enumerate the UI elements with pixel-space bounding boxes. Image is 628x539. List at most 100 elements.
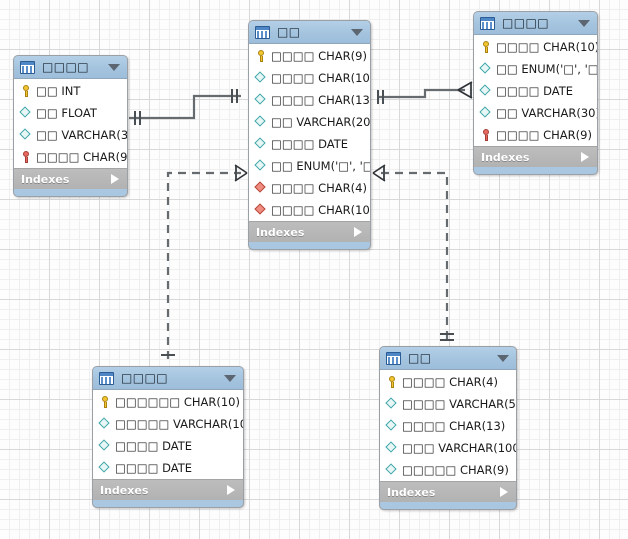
column-row[interactable]: □□ INT	[14, 80, 127, 102]
column-row[interactable]: □□□□□□ CHAR(10)	[93, 391, 243, 413]
table-figure-table-4[interactable]: □□□□□□□□□□ CHAR(10)□□□□□ VARCHAR(100)□□□…	[92, 366, 244, 508]
diamond-teal-icon	[19, 128, 33, 142]
relationship-table2-table3[interactable]	[377, 81, 473, 104]
column-row[interactable]: □□□□ CHAR(13)	[249, 89, 370, 111]
relationship-line[interactable]	[129, 94, 241, 120]
diamond-teal-icon	[385, 441, 399, 455]
chevron-right-icon[interactable]	[581, 152, 589, 162]
diamond-teal-icon	[98, 417, 112, 431]
column-row[interactable]: □□ VARCHAR(200)	[249, 111, 370, 133]
indexes-section[interactable]: Indexes	[380, 481, 516, 502]
column-row[interactable]: □□□□ CHAR(10)	[474, 36, 597, 58]
chevron-down-icon[interactable]	[578, 20, 590, 27]
column-label: □□□ VARCHAR(100)	[402, 441, 517, 455]
column-label: □□□□ CHAR(9)	[271, 49, 367, 63]
indexes-label: Indexes	[21, 172, 70, 186]
column-label: □□□□ DATE	[115, 461, 193, 475]
diamond-teal-icon	[385, 463, 399, 477]
diamond-teal-icon	[254, 115, 268, 129]
column-row[interactable]: □□□□ CHAR(4)	[249, 177, 370, 199]
column-row[interactable]: □□□□ DATE	[93, 435, 243, 457]
relationship-line[interactable]	[166, 171, 241, 359]
indexes-label: Indexes	[256, 225, 305, 239]
indexes-section[interactable]: Indexes	[249, 221, 370, 242]
table-header[interactable]: □□□□	[474, 12, 597, 35]
column-label: □□□□□□ CHAR(10)	[115, 395, 240, 409]
table-figure-table-2[interactable]: □□ □□□□ CHAR(9) □□□□ CHAR(10) □□□□ CHAR(13)…	[248, 20, 371, 250]
chevron-right-icon[interactable]	[354, 227, 362, 237]
relationship-line[interactable]	[379, 171, 449, 339]
column-row[interactable]: □□ VARCHAR(30)	[474, 102, 597, 124]
table-icon	[99, 371, 114, 385]
column-label: □□□□ CHAR(9)	[36, 150, 128, 164]
column-row[interactable]: □□ ENUM('□', '□')	[249, 155, 370, 177]
column-row[interactable]: □□□□ CHAR(9)	[249, 45, 370, 67]
column-label: □□□□ CHAR(13)	[271, 93, 371, 107]
column-label: □□□□ DATE	[271, 137, 349, 151]
column-list: □□□□ CHAR(9) □□□□ CHAR(10) □□□□ CHAR(13) □□…	[249, 44, 370, 221]
cardinality-many-crowfoot	[457, 81, 473, 99]
indexes-section[interactable]: Indexes	[14, 168, 127, 189]
chevron-down-icon[interactable]	[351, 29, 363, 36]
diamond-teal-icon	[385, 397, 399, 411]
column-label: □□□□ DATE	[115, 439, 193, 453]
column-row[interactable]: □□ VARCHAR(30)	[14, 124, 127, 146]
table-name: □□	[408, 351, 432, 365]
key-red-icon	[19, 150, 33, 164]
column-row[interactable]: □□□□ DATE	[474, 80, 597, 102]
indexes-section[interactable]: Indexes	[93, 479, 243, 500]
table-header[interactable]: □□□□	[14, 56, 127, 79]
column-row[interactable]: □□□□ VARCHAR(50)	[380, 393, 516, 415]
table-name: □□□□	[502, 16, 549, 30]
table-header[interactable]: □□□□	[93, 367, 243, 390]
column-row[interactable]: □□ ENUM('□', '□')	[474, 58, 597, 80]
diamond-teal-icon	[19, 106, 33, 120]
column-row[interactable]: □□ FLOAT	[14, 102, 127, 124]
column-list: □□□□□□ CHAR(10) □□□□□ VARCHAR(100) □□□□ DA…	[93, 390, 243, 479]
relationship-table5-table2[interactable]	[372, 164, 454, 341]
chevron-down-icon[interactable]	[224, 375, 236, 382]
column-row[interactable]: □□□□ DATE	[249, 133, 370, 155]
column-row[interactable]: □□□□ CHAR(10)	[249, 67, 370, 89]
diamond-teal-icon	[98, 461, 112, 475]
column-row[interactable]: □□□□ CHAR(10)	[249, 199, 370, 221]
diamond-teal-icon	[254, 137, 268, 151]
table-name: □□	[277, 25, 301, 39]
column-row[interactable]: □□□ VARCHAR(100)	[380, 437, 516, 459]
table-header[interactable]: □□	[249, 21, 370, 44]
column-row[interactable]: □□□□□ VARCHAR(100)	[93, 413, 243, 435]
column-list: □□ INT □□ FLOAT □□ VARCHAR(30) □□□□ CHAR(9)	[14, 79, 127, 168]
table-figure-table-3[interactable]: □□□□ □□□□ CHAR(10)□□ ENUM('□', '□') □□□□ D…	[473, 11, 598, 175]
column-row[interactable]: □□□□ CHAR(9)	[474, 124, 597, 146]
table-name: □□□□	[42, 60, 89, 74]
table-header[interactable]: □□	[380, 347, 516, 370]
column-label: □□ FLOAT	[36, 106, 97, 120]
column-row[interactable]: □□□□ CHAR(13)	[380, 415, 516, 437]
diamond-teal-icon	[254, 159, 268, 173]
indexes-section[interactable]: Indexes	[474, 146, 597, 167]
column-row[interactable]: □□□□ CHAR(4)	[380, 371, 516, 393]
column-list: □□□□ CHAR(4)□□□□ VARCHAR(50)□□□□ CHAR(13…	[380, 370, 516, 481]
chevron-down-icon[interactable]	[108, 64, 120, 71]
relationship-table1-table2[interactable]	[129, 89, 241, 125]
column-row[interactable]: □□□□ CHAR(9)	[14, 146, 127, 168]
column-label: □□□□ DATE	[496, 84, 574, 98]
relationship-table4-table2[interactable]	[161, 164, 248, 359]
column-label: □□ ENUM('□', '□')	[271, 159, 371, 173]
table-figure-table-1[interactable]: □□□□ □□ INT □□ FLOAT □□ VARCHAR(30) □□□□ CHA…	[13, 55, 128, 197]
key-gold-icon	[19, 84, 33, 98]
table-figure-table-5[interactable]: □□ □□□□ CHAR(4)□□□□ VARCHAR(50)□□□□ CHAR(…	[379, 346, 517, 510]
column-row[interactable]: □□□□ DATE	[93, 457, 243, 479]
chevron-down-icon[interactable]	[497, 355, 509, 362]
table-icon	[255, 25, 270, 39]
chevron-right-icon[interactable]	[227, 485, 235, 495]
cardinality-many-crowfoot	[234, 164, 248, 182]
chevron-right-icon[interactable]	[500, 487, 508, 497]
column-label: □□ VARCHAR(200)	[271, 115, 371, 129]
indexes-label: Indexes	[100, 483, 149, 497]
chevron-right-icon[interactable]	[111, 174, 119, 184]
relationship-line[interactable]	[379, 88, 465, 99]
column-row[interactable]: □□□□□ CHAR(9)	[380, 459, 516, 481]
indexes-label: Indexes	[481, 150, 530, 164]
